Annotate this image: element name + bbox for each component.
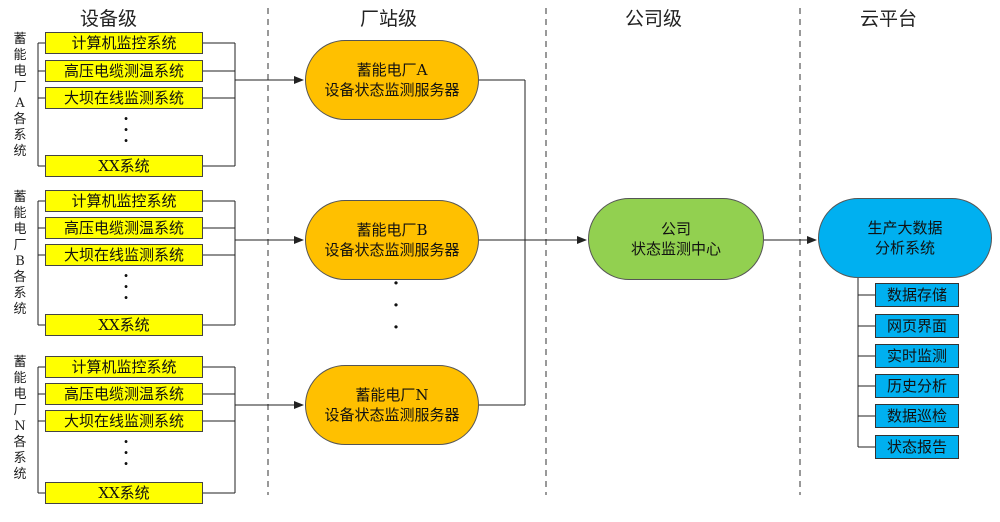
server-plant-b-role: 设备状态监测服务器 [324, 241, 460, 259]
function-web-interface: 网页界面 [875, 314, 959, 338]
server-plant-a-name: 蓄能电厂A [356, 61, 428, 79]
header-device-level: 设备级 [80, 8, 138, 30]
group-b-system-2: 高压电缆测温系统 [45, 217, 203, 239]
company-monitoring-center: 公司 状态监测中心 [588, 198, 764, 280]
group-a-system-3: 大坝在线监测系统 [45, 87, 203, 109]
group-a-system-xx: XX系统 [45, 155, 203, 177]
cloud-system-line1: 生产大数据 [867, 219, 943, 237]
server-plant-b: 蓄能电厂B 设备状态监测服务器 [305, 200, 479, 280]
header-cloud-platform: 云平台 [860, 8, 918, 30]
group-a-system-1: 计算机监控系统 [45, 32, 203, 54]
function-data-storage: 数据存储 [875, 283, 959, 307]
group-n-system-3: 大坝在线监测系统 [45, 410, 203, 432]
cloud-system-line2: 分析系统 [874, 239, 935, 257]
group-b-system-3: 大坝在线监测系统 [45, 244, 203, 266]
group-b-system-xx: XX系统 [45, 314, 203, 336]
function-data-inspection: 数据巡检 [875, 404, 959, 428]
group-n-system-1: 计算机监控系统 [45, 356, 203, 378]
server-plant-n-role: 设备状态监测服务器 [324, 406, 460, 424]
company-center-line2: 状态监测中心 [630, 240, 721, 258]
group-a-system-2: 高压电缆测温系统 [45, 60, 203, 82]
server-plant-a: 蓄能电厂A 设备状态监测服务器 [305, 40, 479, 120]
server-plant-n: 蓄能电厂N 设备状态监测服务器 [305, 365, 479, 445]
group-b-label: 蓄能电厂B各系统 [13, 190, 27, 317]
header-station-level: 厂站级 [360, 8, 418, 30]
server-plant-b-name: 蓄能电厂B [356, 221, 428, 239]
group-a-ellipsis: · · · [123, 109, 129, 150]
function-realtime-monitoring: 实时监测 [875, 344, 959, 368]
group-a-label: 蓄能电厂A各系统 [13, 32, 27, 159]
company-center-line1: 公司 [660, 220, 691, 238]
group-n-label: 蓄能电厂N各系统 [13, 355, 27, 482]
server-plant-a-role: 设备状态监测服务器 [324, 81, 460, 99]
header-company-level: 公司级 [625, 8, 683, 30]
group-b-system-1: 计算机监控系统 [45, 190, 203, 212]
function-status-report: 状态报告 [875, 435, 959, 459]
group-b-ellipsis: · · · [123, 266, 129, 307]
function-history-analysis: 历史分析 [875, 374, 959, 398]
group-n-system-2: 高压电缆测温系统 [45, 383, 203, 405]
group-n-ellipsis: · · · [123, 432, 129, 473]
group-n-system-xx: XX系统 [45, 482, 203, 504]
cloud-analysis-system: 生产大数据 分析系统 [818, 198, 992, 278]
server-ellipsis: · · · [392, 273, 400, 338]
server-plant-n-name: 蓄能电厂N [355, 386, 429, 404]
